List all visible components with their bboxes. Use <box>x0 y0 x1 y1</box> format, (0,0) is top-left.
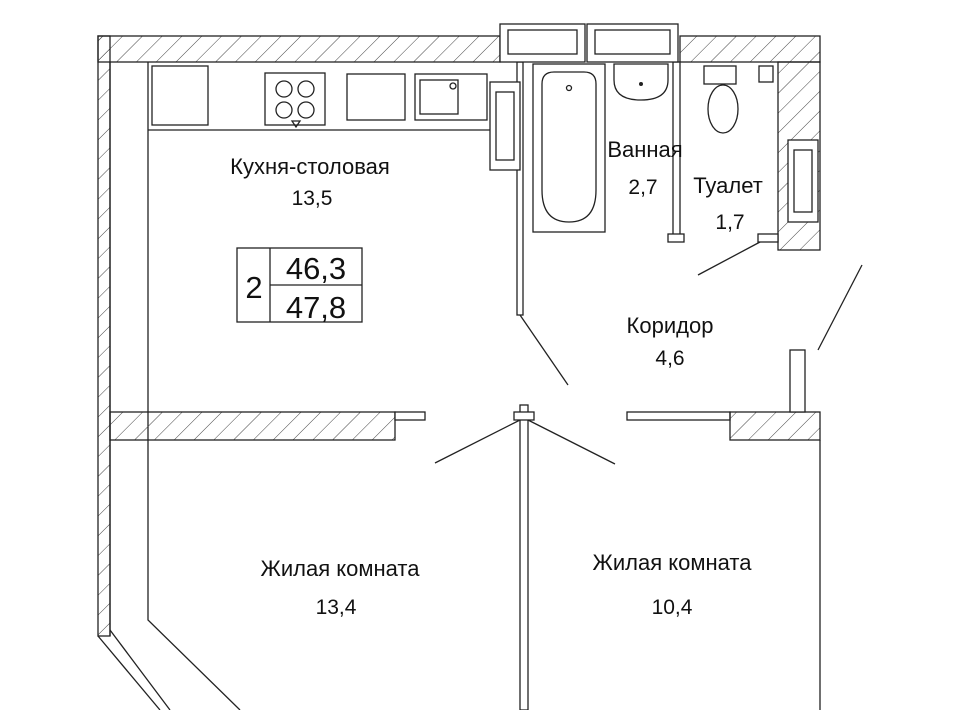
room-area-bathroom: 2,7 <box>628 176 657 199</box>
room-name-living-1: Жилая комната <box>261 556 421 581</box>
rooms-count: 2 <box>245 270 262 305</box>
area-box: 2 46,3 47,8 <box>236 247 363 325</box>
stove <box>264 72 326 126</box>
room-name-kitchen: Кухня-столовая <box>230 154 390 179</box>
room-area-living-1: 13,4 <box>316 596 357 619</box>
room-labels: Кухня-столовая 13,5 Ванная 2,7 Туалет 1,… <box>230 137 763 619</box>
toilet <box>703 65 737 85</box>
room-area-kitchen: 13,5 <box>292 187 333 210</box>
room-area-living-2: 10,4 <box>652 596 693 619</box>
room-name-bathroom: Ванная <box>607 137 682 162</box>
total-area: 47,8 <box>286 290 346 325</box>
fridge <box>151 65 209 126</box>
bathtub <box>532 63 606 233</box>
walls <box>97 35 821 710</box>
room-name-living-2: Жилая комната <box>593 550 753 575</box>
room-name-toilet: Туалет <box>693 173 763 198</box>
washbasin <box>613 63 669 101</box>
doors <box>434 241 863 465</box>
bathroom-fixtures <box>532 63 774 233</box>
windows <box>489 23 819 223</box>
room-area-toilet: 1,7 <box>715 211 744 234</box>
room-area-corridor: 4,6 <box>655 347 684 370</box>
living-area: 46,3 <box>286 251 346 286</box>
room-name-corridor: Коридор <box>627 313 714 338</box>
kitchen-furniture <box>148 65 490 131</box>
